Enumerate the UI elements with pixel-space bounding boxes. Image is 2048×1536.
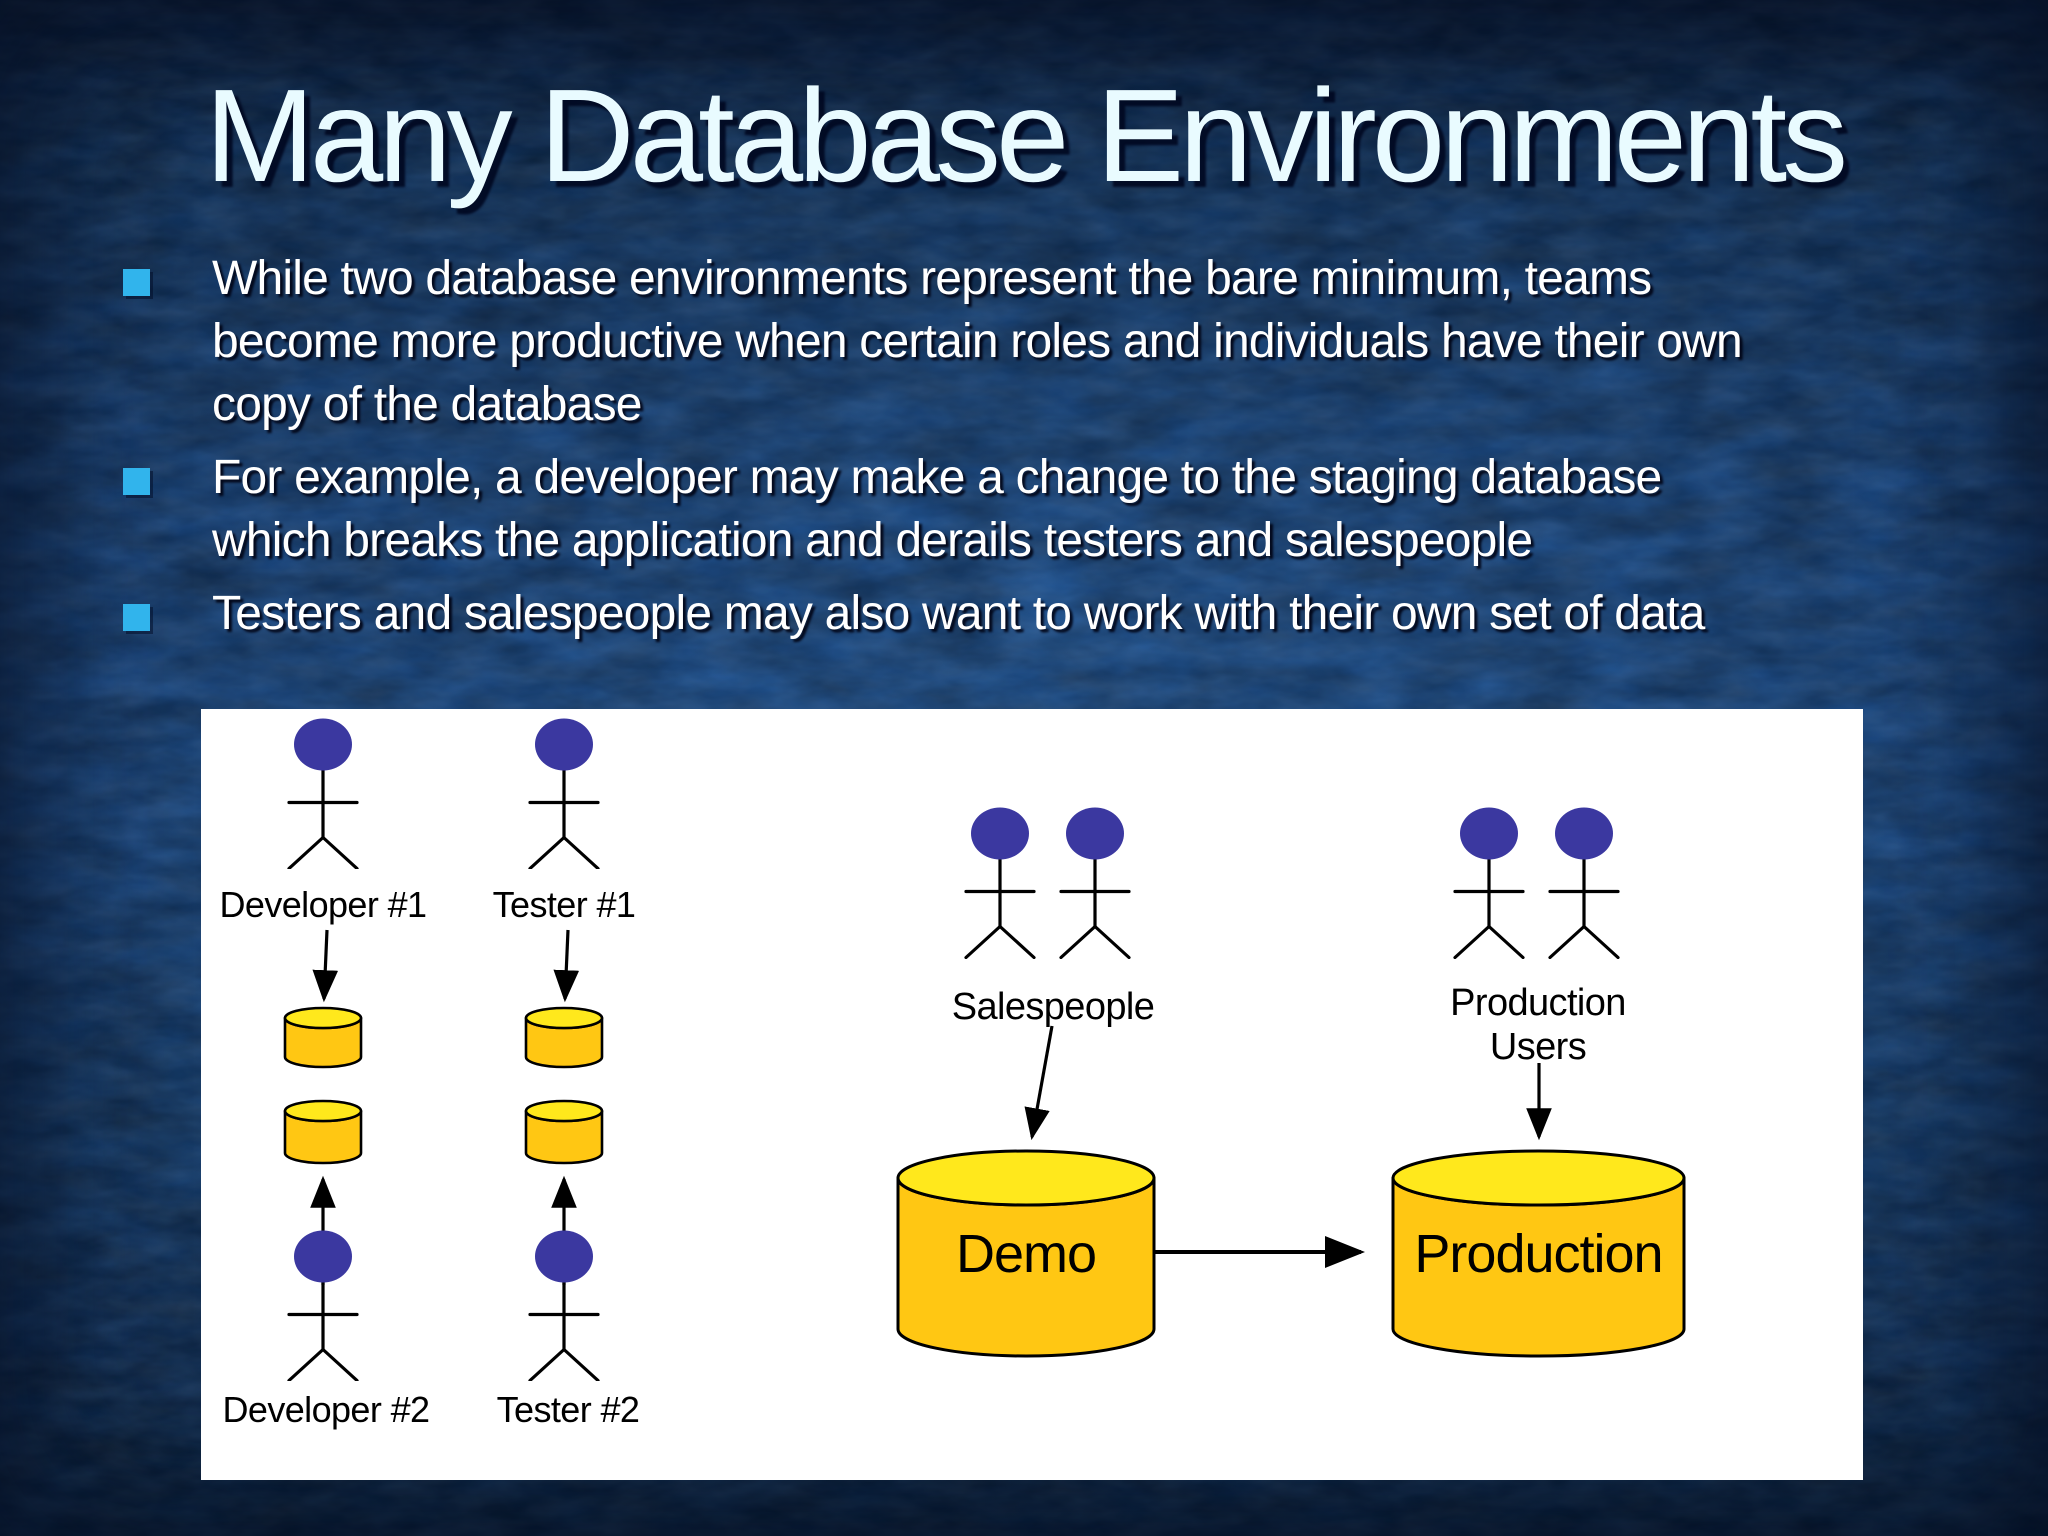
- bullet-line: For example, a developer may make a chan…: [212, 451, 1662, 504]
- bullet-text: While two database environments represen…: [212, 247, 1953, 436]
- tester-db-top-cylinder: [524, 1006, 604, 1069]
- demo-db-cylinder: Demo: [896, 1149, 1156, 1358]
- developer-db-bottom-cylinder: [283, 1099, 363, 1165]
- demo-db-label: Demo: [956, 1224, 1096, 1284]
- bullet-line: become more productive when certain role…: [212, 315, 1743, 368]
- developer2-figure: [287, 1230, 359, 1381]
- bullet-line: While two database environments represen…: [212, 252, 1652, 305]
- slide-title: Many Database Environments: [204, 62, 1848, 209]
- diagram-panel: Developer #1 Developer #2 Tester #1 Test…: [201, 709, 1863, 1480]
- tester1-label: Tester #1: [493, 884, 636, 925]
- bullet-line: copy of the database: [212, 378, 642, 431]
- production-user1-figure: [1453, 806, 1525, 959]
- arrow-salespeople-to-demo: [1024, 1025, 1054, 1141]
- tester1-figure: [528, 718, 600, 869]
- developer-db-top-cylinder: [283, 1006, 363, 1069]
- salesperson1-figure: [964, 806, 1036, 959]
- arrow-tester1-to-db: [553, 929, 580, 1003]
- bullet-marker: [123, 269, 150, 296]
- bullet-line: which breaks the application and derails…: [212, 514, 1533, 567]
- tester-db-bottom-cylinder: [524, 1099, 604, 1165]
- production-db-cylinder: Production: [1391, 1149, 1686, 1358]
- salespeople-label: Salespeople: [952, 986, 1155, 1028]
- environments-diagram: Developer #1 Developer #2 Tester #1 Test…: [220, 718, 1686, 1430]
- bullet-item-3: Testers and salespeople may also want to…: [123, 582, 1953, 645]
- bullet-list: While two database environments represen…: [123, 247, 1953, 655]
- developer2-label: Developer #2: [223, 1389, 430, 1430]
- production-db-label: Production: [1414, 1224, 1662, 1284]
- tester2-figure: [528, 1230, 600, 1381]
- tester2-label: Tester #2: [497, 1389, 640, 1430]
- bullet-text: For example, a developer may make a chan…: [212, 446, 1953, 572]
- production-users-label-line1: Production: [1450, 982, 1626, 1024]
- bullet-marker: [123, 468, 150, 495]
- production-user2-figure: [1548, 806, 1620, 959]
- bullet-marker: [123, 604, 150, 631]
- production-users-label-line2: Users: [1490, 1026, 1586, 1068]
- bullet-item-2: For example, a developer may make a chan…: [123, 446, 1953, 572]
- developer1-figure: [287, 718, 359, 869]
- bullet-line: Testers and salespeople may also want to…: [212, 587, 1705, 640]
- developer1-label: Developer #1: [220, 884, 427, 925]
- salesperson2-figure: [1059, 806, 1131, 959]
- bullet-text: Testers and salespeople may also want to…: [212, 582, 1953, 645]
- arrow-developer1-to-db: [312, 929, 339, 1003]
- bullet-item-1: While two database environments represen…: [123, 247, 1953, 436]
